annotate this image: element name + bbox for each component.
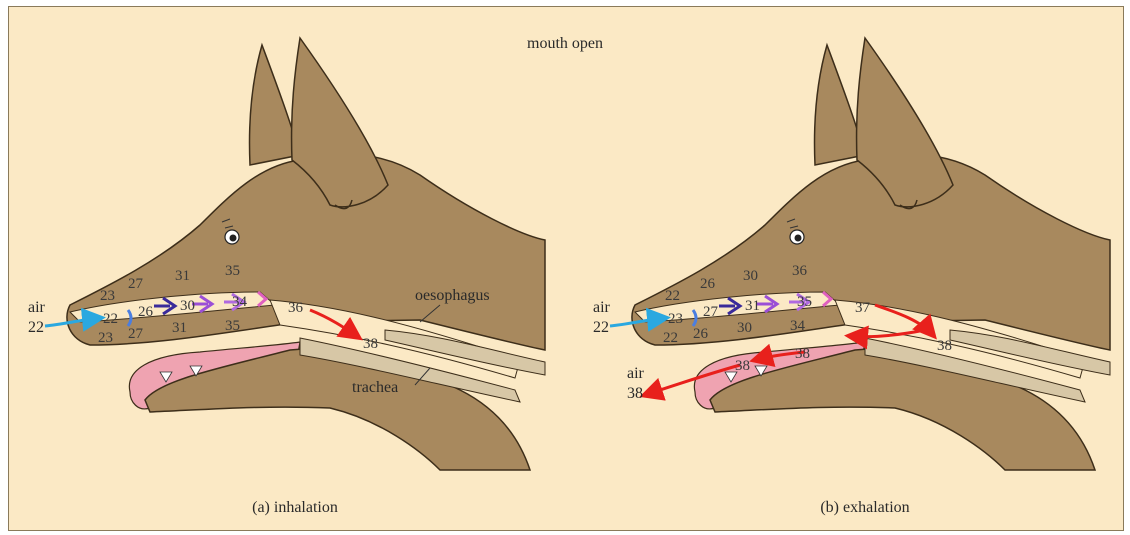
air-out-label-b: air [627,365,645,382]
extra-label-3-b: 38 [795,346,810,362]
middle-label-2-a: 26 [138,304,154,320]
trachea-label: trachea [352,379,398,396]
caption-exhalation: (b) exhalation [820,499,909,516]
middle-label-3-b: 31 [745,298,760,314]
lower-label-1-a: 23 [98,330,113,346]
middle-label-1-b: 23 [668,311,683,327]
upper-label-4-a: 35 [225,263,240,279]
caption-inhalation: (a) inhalation [252,499,338,516]
lower-label-4-b: 34 [790,318,806,334]
lower-label-2-b: 26 [693,326,709,342]
middle-label-1-a: 22 [103,311,118,327]
air-value-b: 22 [593,319,609,336]
diagram-title: mouth open [527,35,603,52]
upper-label-3-b: 30 [743,268,758,284]
upper-label-2-b: 26 [700,276,716,292]
upper-label-4-b: 36 [792,263,808,279]
lower-label-3-b: 30 [737,320,752,336]
air-label-a: air [28,299,46,316]
lower-label-1-b: 22 [663,330,678,346]
middle-label-2-b: 27 [703,304,719,320]
upper-label-2-a: 27 [128,276,144,292]
panel-exhalation: air 22 22 26 30 36 23 27 31 35 22 26 30 … [593,38,1110,516]
middle-label-4-a: 34 [232,294,248,310]
lower-label-4-a: 35 [225,318,240,334]
middle-label-4-b: 35 [797,294,812,310]
extra-label-1-b: 37 [855,300,871,316]
air-out-value-b: 38 [627,385,643,402]
extra-label-2-b: 38 [937,338,952,354]
lower-label-3-a: 31 [172,320,187,336]
lower-label-2-a: 27 [128,326,144,342]
air-label-b: air [593,299,611,316]
extra-label-4-b: 38 [735,358,750,374]
extra-label-1-a: 36 [288,300,304,316]
extra-label-2-a: 38 [363,336,378,352]
oesophagus-label: oesophagus [415,287,490,304]
panel-inhalation: air 22 23 27 31 35 22 26 30 34 23 27 31 … [28,38,545,516]
upper-label-3-a: 31 [175,268,190,284]
upper-label-1-a: 23 [100,288,115,304]
air-value-a: 22 [28,319,44,336]
middle-label-3-a: 30 [180,298,195,314]
upper-label-1-b: 22 [665,288,680,304]
